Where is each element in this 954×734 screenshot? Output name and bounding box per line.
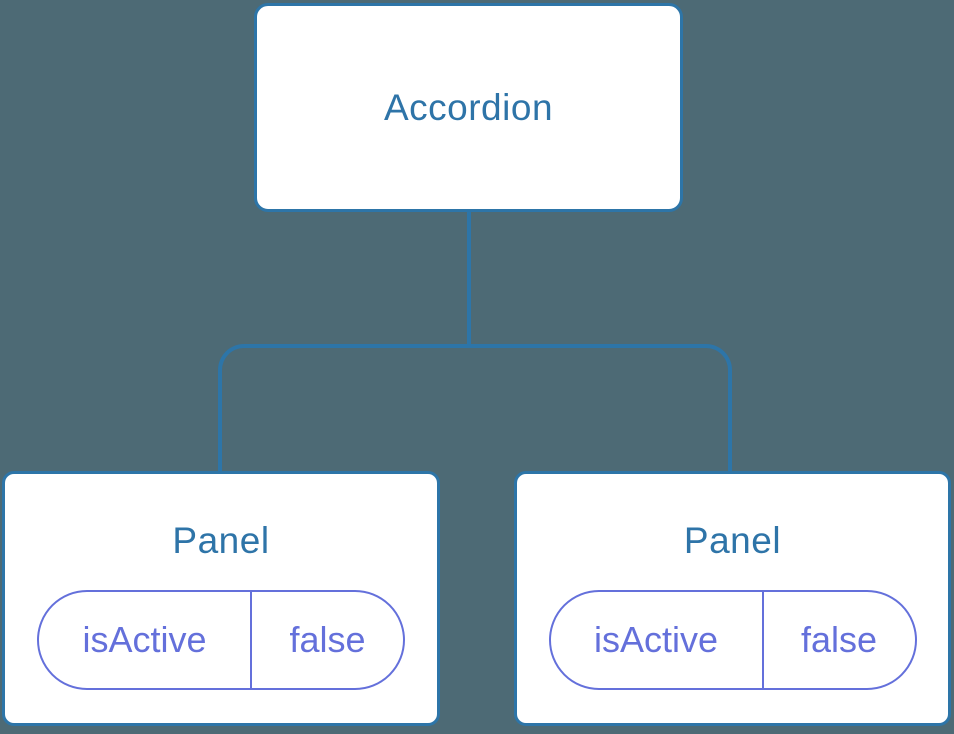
connector-bracket <box>218 344 732 471</box>
state-key-right: isActive <box>551 592 764 688</box>
node-label-panel-right: Panel <box>683 520 782 561</box>
node-label-accordion: Accordion <box>383 86 554 128</box>
state-value-right: false <box>801 619 878 660</box>
tree-node-panel-right: Panel isActive false <box>514 471 951 726</box>
tree-node-panel-left: Panel isActive false <box>2 471 440 726</box>
tree-node-accordion: Accordion <box>254 3 683 212</box>
state-pill-left: isActive false <box>37 590 405 690</box>
state-key-left: isActive <box>39 592 253 688</box>
state-value-left: false <box>289 619 366 660</box>
state-pill-right: isActive false <box>548 590 917 690</box>
connector-stem <box>467 212 471 347</box>
node-label-panel-left: Panel <box>172 520 270 561</box>
